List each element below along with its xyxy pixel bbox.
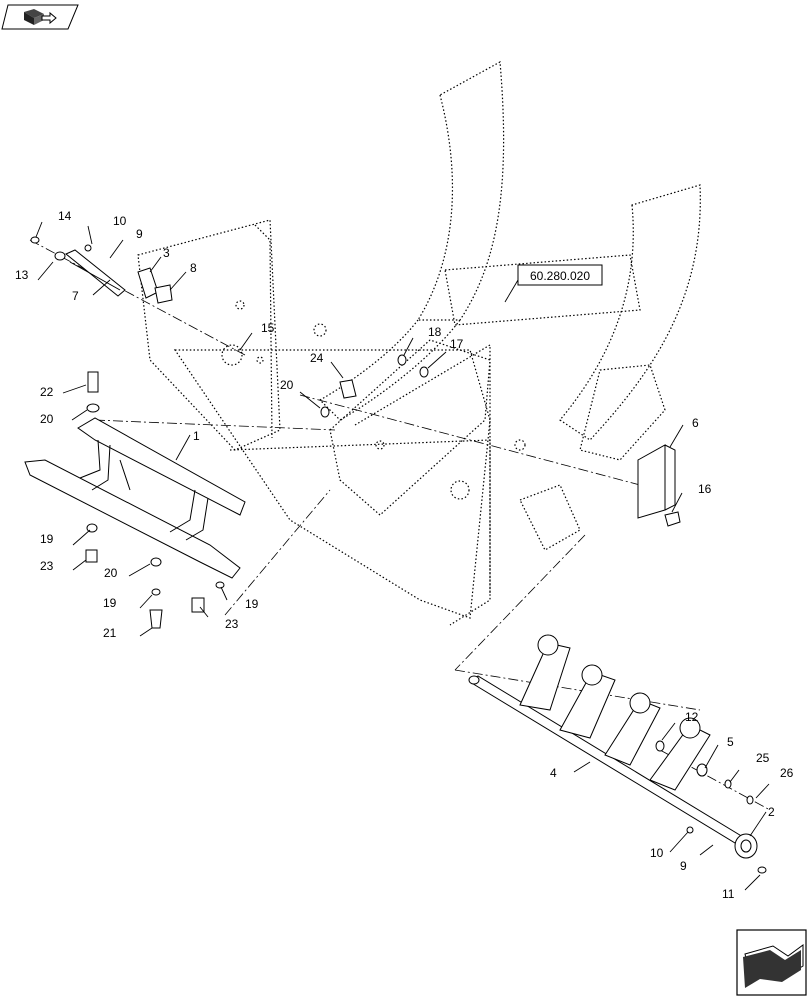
upper-bracket-part (65, 249, 173, 304)
callout-24: 24 (310, 351, 324, 365)
bearing-part-2 (734, 833, 758, 859)
callout-14: 14 (58, 209, 72, 223)
callout-18: 18 (428, 325, 442, 339)
callout-3: 3 (163, 246, 170, 260)
callout-8: 8 (190, 261, 197, 275)
side-plate-part (637, 444, 676, 519)
callout-5: 5 (727, 735, 734, 749)
callout-12: 12 (685, 710, 699, 724)
callout-20b: 20 (40, 412, 54, 426)
callout-21: 21 (103, 626, 117, 640)
callout-15: 15 (261, 321, 275, 335)
callout-26: 26 (780, 766, 794, 780)
callout-10b: 10 (650, 846, 664, 860)
paddle-shaft-part (468, 634, 749, 847)
callout-9b: 9 (680, 859, 687, 873)
callout-19c: 19 (245, 597, 259, 611)
callout-11: 11 (722, 887, 735, 901)
callout-9a: 9 (136, 227, 143, 241)
callout-17: 17 (450, 337, 464, 351)
previous-arrow-icon[interactable] (736, 929, 807, 996)
callout-20a: 20 (280, 378, 294, 392)
callout-19a: 19 (40, 532, 54, 546)
callout-10a: 10 (113, 214, 127, 228)
callout-2: 2 (768, 805, 775, 819)
callout-23b: 23 (225, 617, 239, 631)
callout-19b: 19 (103, 596, 117, 610)
bolt-part-16 (664, 511, 681, 527)
callout-6: 6 (692, 416, 699, 430)
callout-23a: 23 (40, 559, 54, 573)
callout-22: 22 (40, 385, 54, 399)
callout-25: 25 (756, 751, 770, 765)
callout-16: 16 (698, 482, 712, 496)
bottom-shield-part (24, 417, 246, 579)
callout-1: 1 (193, 429, 200, 443)
left-hardware (30, 236, 767, 874)
book-arrow-icon[interactable] (1, 4, 79, 30)
reference-label: 60.280.020 (530, 269, 590, 283)
callout-4: 4 (550, 766, 557, 780)
callout-labels: 1 2 3 4 5 6 7 8 9 9 10 10 11 12 13 14 15… (15, 209, 794, 901)
reference-box[interactable]: 60.280.020 (504, 264, 603, 303)
callout-20c: 20 (104, 566, 118, 580)
callout-13: 13 (15, 268, 29, 282)
callout-7: 7 (72, 289, 79, 303)
frame-assembly (137, 61, 701, 626)
